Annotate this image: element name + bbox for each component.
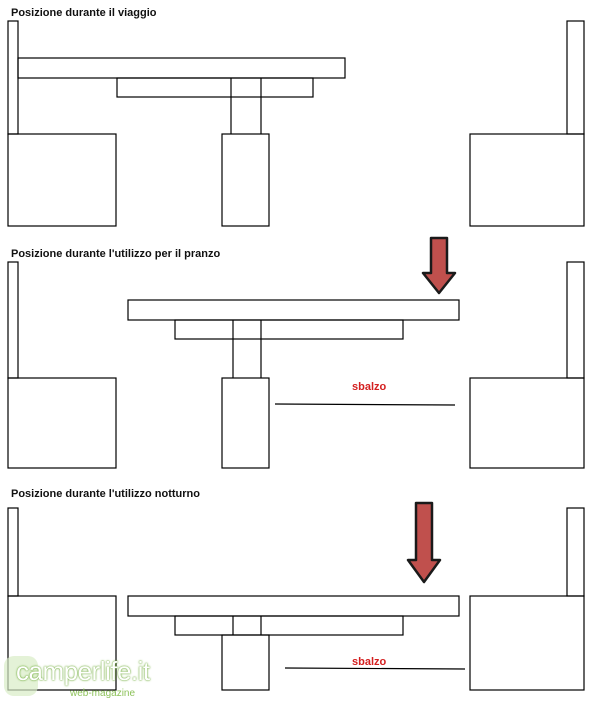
panel-title: Posizione durante l'utilizzo notturno [11,488,200,500]
overhang-line [274,403,456,406]
left-backrest [7,507,19,597]
overhang-line [284,667,466,670]
table-base [221,377,270,469]
right-backrest [566,20,585,135]
left-backrest [7,20,19,135]
watermark-tagline: web-magazine [70,688,136,699]
right-backrest [566,507,585,597]
watermark-name: camperlife.it [16,656,150,686]
left-seat [7,595,117,691]
table-top [127,299,460,321]
panel-night [7,501,585,691]
left-seat [7,377,117,469]
overhang-label: sbalzo [352,656,387,668]
table-frame [174,615,404,636]
right-seat [469,133,585,227]
down-arrow-icon [406,501,442,584]
logo-badge-icon [4,656,38,696]
panel-travel [7,20,585,227]
table-top [127,595,460,617]
right-seat [469,377,585,469]
table-frame [174,319,404,340]
right-seat [469,595,585,691]
table-base [221,133,270,227]
table-base [221,634,270,691]
left-seat [7,133,117,227]
overhang-label: sbalzo [352,381,387,393]
panel-lunch [7,236,585,469]
panel-title: Posizione durante l'utilizzo per il pran… [11,248,221,260]
right-backrest [566,261,585,379]
down-arrow-icon [421,236,457,295]
left-backrest [7,261,19,379]
watermark-logo: camperlife.it web-magazine [2,654,162,702]
panel-title: Posizione durante il viaggio [11,7,157,19]
table-top [17,57,346,79]
table-frame [116,77,314,98]
